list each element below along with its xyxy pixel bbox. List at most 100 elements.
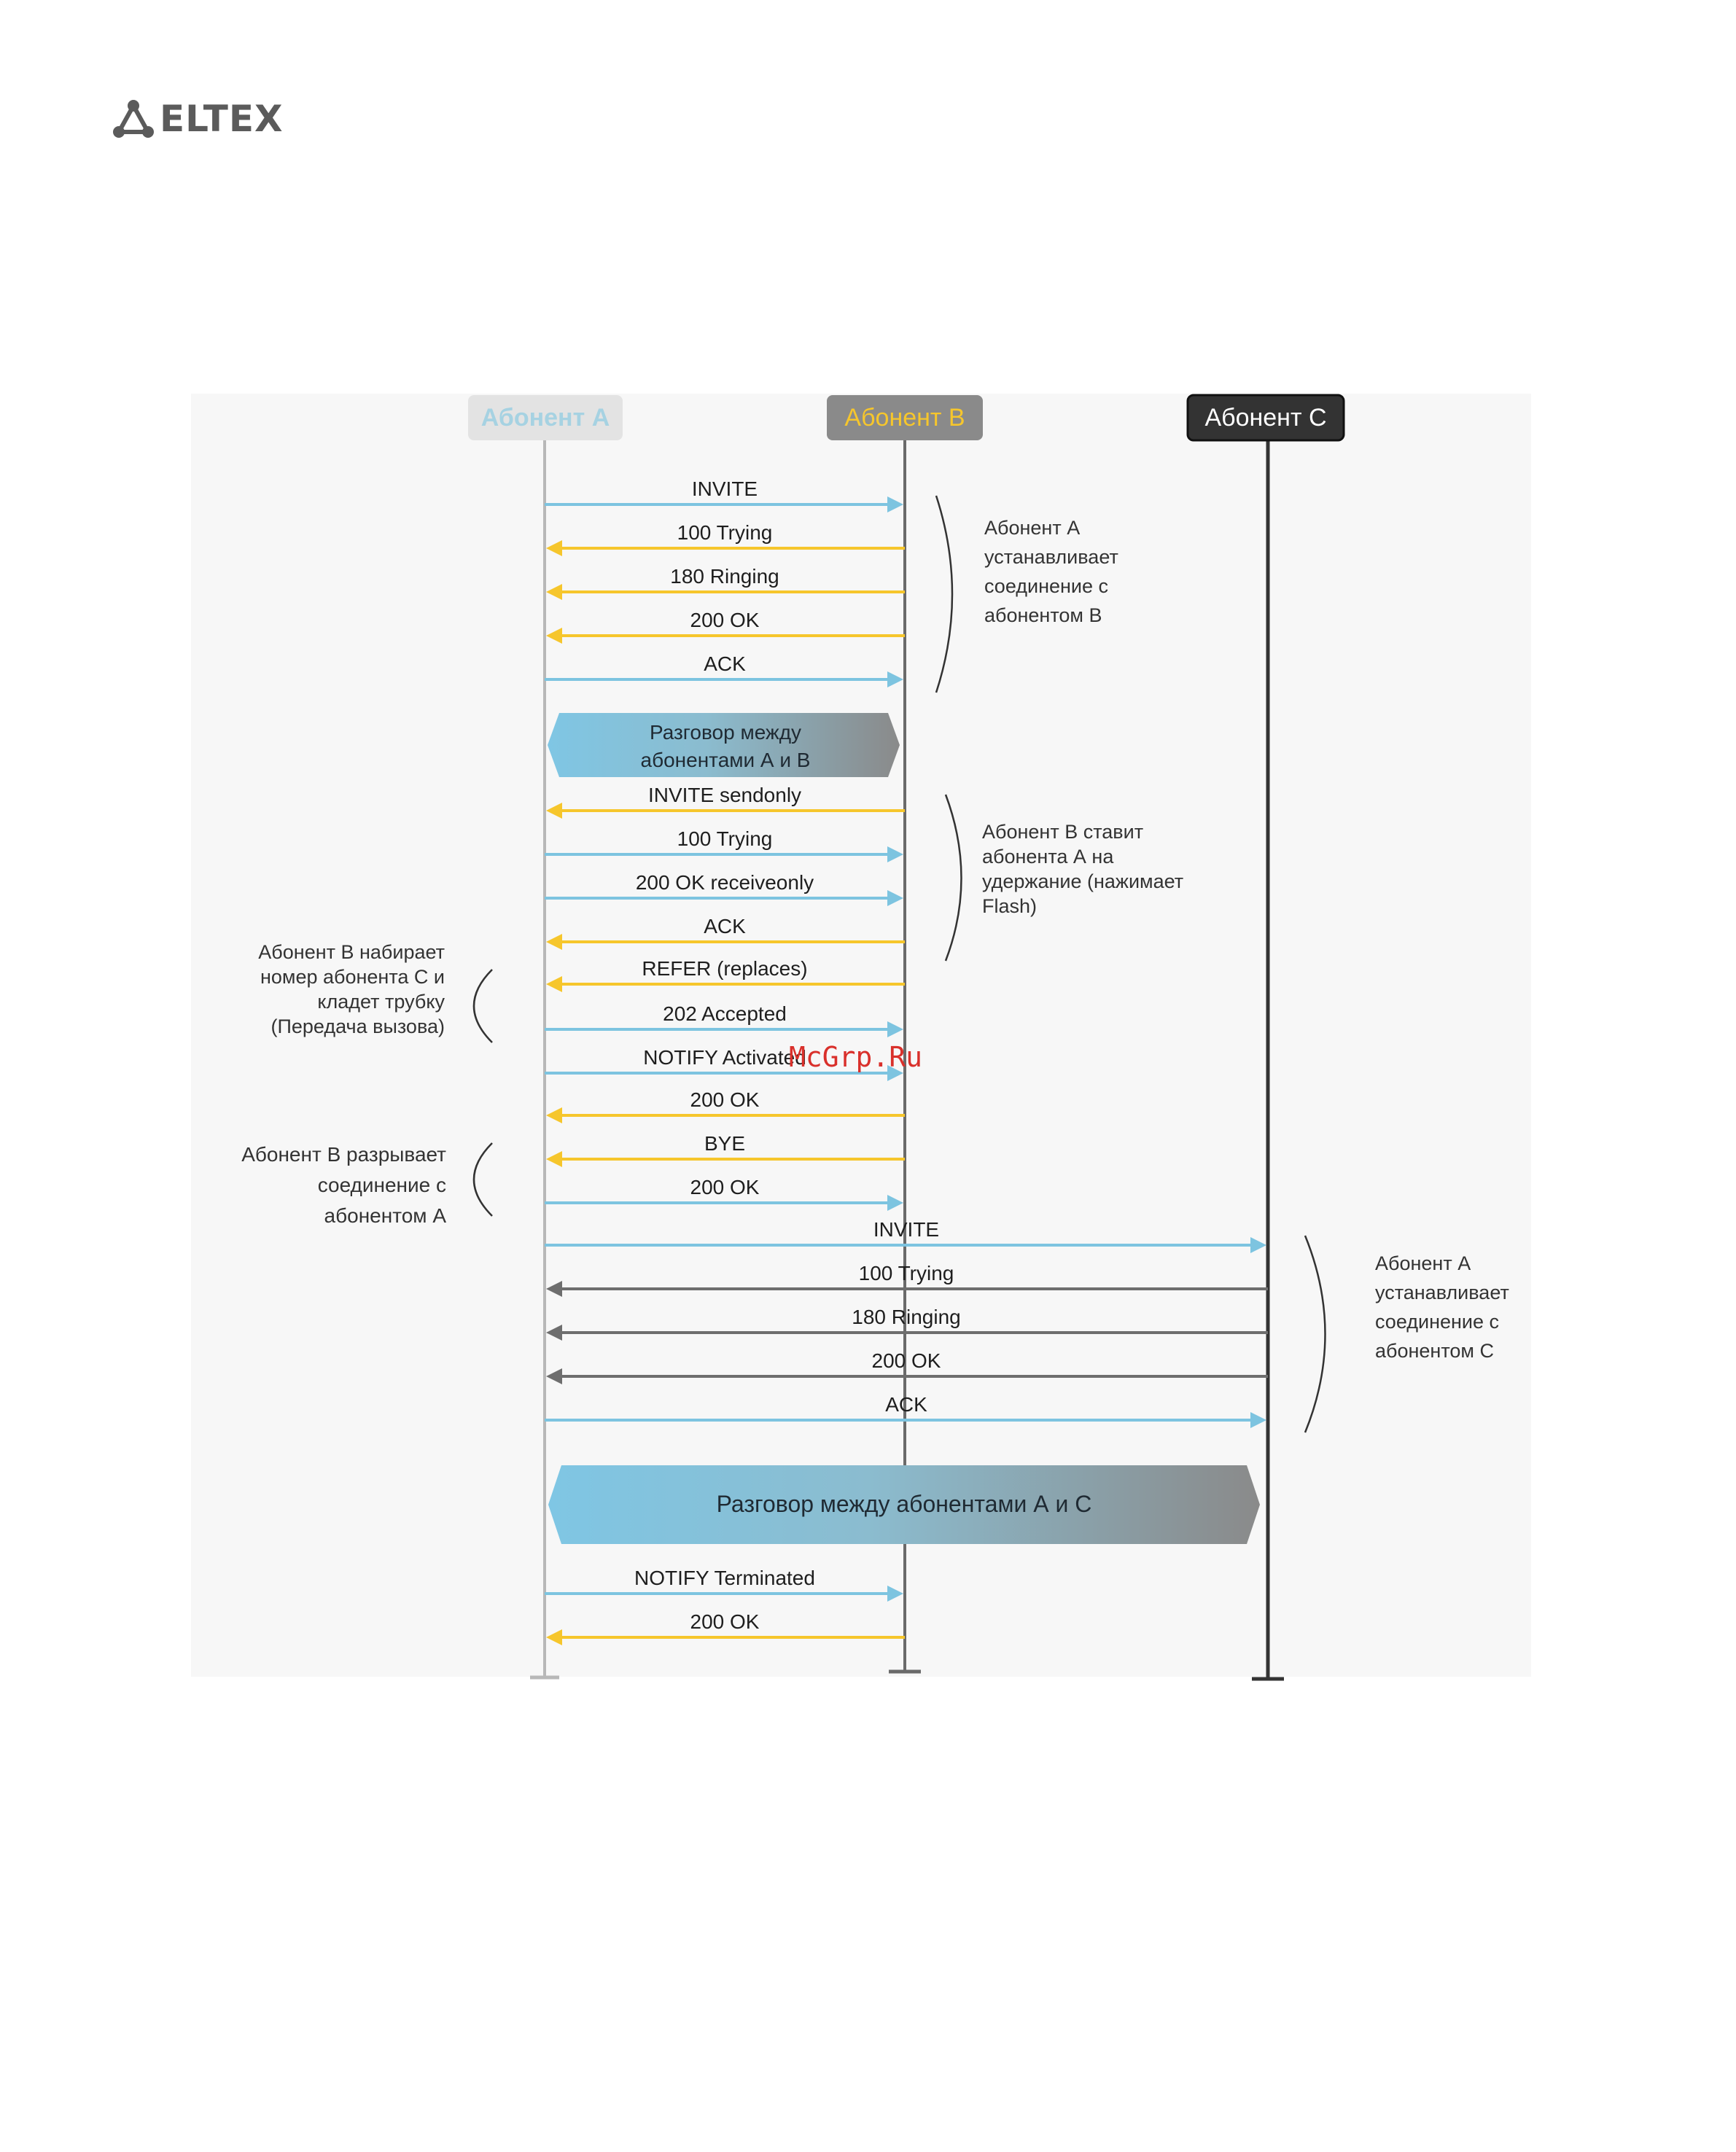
conversation-a-b-line-1: Разговор между: [650, 721, 801, 744]
note-setup-ac-line-4: абонентом С: [1375, 1340, 1494, 1362]
eltex-logo: ELTEX: [113, 97, 288, 141]
message-label: 180 Ringing: [670, 565, 779, 588]
message-1: INVITE: [545, 477, 903, 512]
message-arrow-head: [546, 628, 562, 644]
message-label: 202 Accepted: [663, 1002, 787, 1025]
message-arrow-head: [546, 540, 562, 556]
note-setup-ac-line-1: Абонент А: [1375, 1252, 1471, 1274]
message-label: ACK: [885, 1393, 927, 1416]
note-setup-ac: Абонент А устанавливает соединение с або…: [1375, 1252, 1509, 1362]
note-transfer-line-4: (Передача вызова): [270, 1015, 445, 1037]
message-7: 100 Trying: [545, 827, 903, 862]
note-disconnect: Абонент В разрывает соединение с абонент…: [241, 1143, 446, 1227]
participant-b-label: Абонент В: [844, 404, 965, 432]
message-label: 100 Trying: [859, 1262, 954, 1284]
message-arrow-head: [1250, 1237, 1266, 1253]
message-19: 200 OK: [546, 1349, 1268, 1384]
message-14: BYE: [546, 1132, 905, 1167]
note-disconnect-line-3: абонентом А: [324, 1204, 447, 1227]
message-label: INVITE: [873, 1218, 939, 1241]
message-2: 100 Trying: [546, 521, 905, 556]
participant-c-header: Абонент С: [1186, 394, 1345, 442]
message-label: 200 OK: [690, 1088, 760, 1111]
note-hold: Абонент В ставит абонента А на удержание…: [982, 821, 1183, 917]
conversation-banner-a-b: Разговор между абонентами А и В: [548, 713, 900, 777]
message-label: 200 OK: [872, 1349, 941, 1372]
note-hold-line-4: Flash): [982, 895, 1037, 917]
note-hold-line-2: абонента А на: [982, 846, 1114, 868]
message-17: 100 Trying: [546, 1262, 1268, 1297]
message-arrow-head: [887, 890, 903, 906]
message-arrow-head: [546, 1151, 562, 1167]
message-22: 200 OK: [546, 1610, 905, 1645]
participant-a-label: Абонент А: [481, 404, 610, 432]
note-transfer-line-3: кладет трубку: [317, 991, 445, 1013]
lifeline-c: [1252, 440, 1284, 1681]
message-label: 100 Trying: [677, 827, 773, 850]
message-arrow-head: [887, 1195, 903, 1211]
message-10: REFER (replaces): [546, 957, 905, 992]
message-label: INVITE: [692, 477, 758, 500]
message-8: 200 OK receiveonly: [545, 871, 903, 906]
note-setup-ab-line-3: соединение с: [984, 575, 1108, 597]
message-11: 202 Accepted: [545, 1002, 903, 1037]
message-label: BYE: [704, 1132, 745, 1155]
watermark-text: McGrp.Ru: [789, 1041, 923, 1073]
message-arrow-head: [887, 1021, 903, 1037]
message-arrow-head: [546, 1281, 562, 1297]
message-label: 180 Ringing: [852, 1306, 960, 1328]
message-3: 180 Ringing: [546, 565, 905, 600]
message-label: 200 OK receiveonly: [636, 871, 814, 894]
message-5: ACK: [545, 652, 903, 687]
conversation-a-c-line-1: Разговор между абонентами А и С: [717, 1491, 1092, 1517]
note-bracket-setup-ab: [935, 495, 954, 693]
eltex-logo-text: ELTEX: [160, 98, 284, 140]
note-setup-ab-line-2: устанавливает: [984, 546, 1118, 568]
message-label: 100 Trying: [677, 521, 773, 544]
message-arrow-head: [887, 846, 903, 862]
message-label: 200 OK: [690, 609, 760, 631]
message-arrow-head: [546, 934, 562, 950]
message-18: 180 Ringing: [546, 1306, 1268, 1341]
note-hold-line-1: Абонент В ставит: [982, 821, 1143, 843]
message-arrow-head: [887, 1586, 903, 1602]
note-setup-ac-line-2: устанавливает: [1375, 1282, 1509, 1303]
message-label: 200 OK: [690, 1176, 760, 1198]
message-label: NOTIFY Activated: [643, 1046, 806, 1069]
message-label: 200 OK: [690, 1610, 760, 1633]
note-setup-ab: Абонент А устанавливает соединение с або…: [984, 517, 1118, 626]
note-bracket-disconnect: [472, 1142, 493, 1217]
note-disconnect-line-1: Абонент В разрывает: [241, 1143, 446, 1166]
message-label: INVITE sendonly: [648, 784, 801, 806]
note-hold-line-3: удержание (нажимает: [982, 870, 1183, 892]
message-arrow-head: [546, 1107, 562, 1123]
message-label: ACK: [704, 652, 746, 675]
message-list: INVITE 100 Trying 180 Ringing 200 OK ACK INVI…: [545, 477, 1268, 1645]
note-setup-ac-line-3: соединение с: [1375, 1311, 1499, 1333]
note-transfer-line-2: номер абонента С и: [260, 966, 445, 988]
message-label: ACK: [704, 915, 746, 937]
note-bracket-hold: [944, 794, 962, 962]
participant-a-header: Абонент А: [468, 395, 623, 440]
message-arrow-head: [546, 1629, 562, 1645]
message-arrow-head: [546, 584, 562, 600]
note-transfer: Абонент В набирает номер абонента С и кл…: [258, 941, 445, 1037]
message-arrow-head: [1250, 1412, 1266, 1428]
message-16: INVITE: [545, 1218, 1266, 1253]
note-setup-ab-line-4: абонентом В: [984, 604, 1102, 626]
note-disconnect-line-2: соединение с: [318, 1174, 446, 1196]
message-15: 200 OK: [545, 1176, 903, 1211]
message-label: NOTIFY Terminated: [634, 1567, 815, 1589]
conversation-a-b-line-2: абонентами А и В: [641, 749, 811, 771]
message-13: 200 OK: [546, 1088, 905, 1123]
message-arrow-head: [546, 803, 562, 819]
lifeline-a: [530, 440, 559, 1680]
message-20: ACK: [545, 1393, 1266, 1428]
message-6: INVITE sendonly: [546, 784, 905, 819]
message-4: 200 OK: [546, 609, 905, 644]
eltex-logo-icon: [113, 100, 154, 138]
message-9: ACK: [546, 915, 905, 950]
note-transfer-line-1: Абонент В набирает: [258, 941, 445, 963]
message-arrow-head: [546, 976, 562, 992]
